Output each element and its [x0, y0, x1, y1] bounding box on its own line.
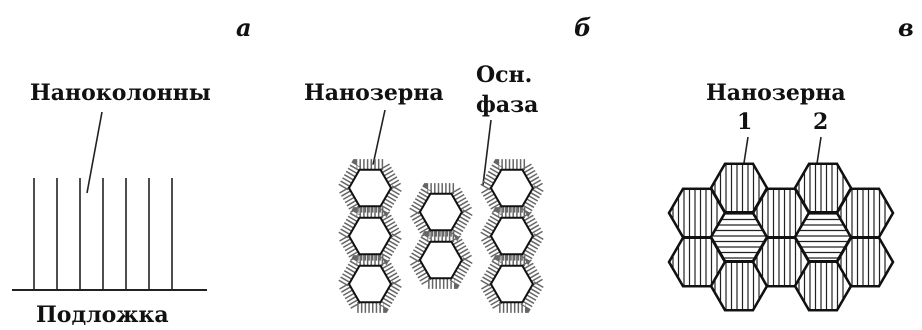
- nanograin: [347, 264, 393, 304]
- panel-c: в Нанозерна 1 2: [667, 13, 914, 312]
- panel-a: а Наноколонны Подложка: [12, 13, 252, 328]
- nanograins-label-b: Нанозерна: [304, 80, 444, 106]
- grain-type-2-label: 2: [813, 109, 828, 135]
- nanograin: [489, 168, 535, 208]
- nanograin: [489, 216, 535, 256]
- nanograin: [347, 168, 393, 208]
- nanograin: [489, 264, 535, 304]
- substrate-label: Подложка: [36, 302, 169, 328]
- nanocolumns: [33, 178, 173, 289]
- nanograin-lattice-b: [336, 159, 546, 313]
- nanograin: [418, 192, 464, 232]
- nanograin: [418, 240, 464, 280]
- main-phase-leader-line: [482, 119, 492, 186]
- grain-type-1-label: 1: [737, 109, 752, 135]
- nanograins-label-c: Нанозерна: [706, 80, 846, 106]
- nanocolumns-leader-line: [86, 111, 103, 194]
- main-phase-label-line2: фаза: [476, 92, 538, 118]
- nanograin-lattice-c: [667, 162, 895, 312]
- panel-b: б Нанозерна Осн. фаза: [304, 13, 591, 313]
- panel-a-letter: а: [236, 13, 252, 42]
- main-phase-label-line1: Осн.: [476, 62, 532, 88]
- panel-b-letter: б: [574, 13, 591, 42]
- panel-c-letter: в: [898, 13, 914, 42]
- nanograin: [347, 216, 393, 256]
- nanocolumns-label: Наноколонны: [30, 80, 211, 106]
